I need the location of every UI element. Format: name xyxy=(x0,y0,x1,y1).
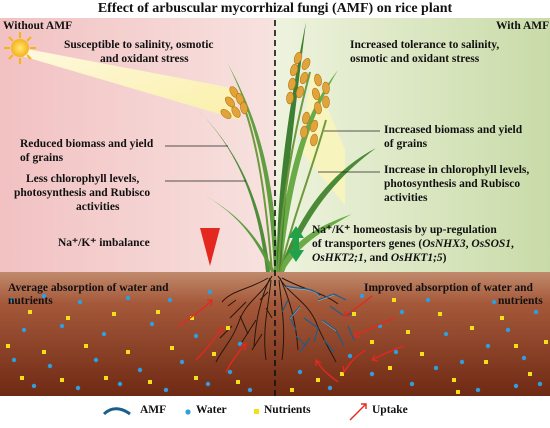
right-absorption-line1: Improved absorption of water and xyxy=(364,282,533,294)
right-biomass-line2: of grains xyxy=(384,138,428,150)
rice-plant xyxy=(196,22,376,273)
right-chlorophyll-line3: activities xyxy=(384,192,428,204)
grain-panicle xyxy=(300,111,319,147)
nutrients-legend-icon xyxy=(254,409,259,414)
right-stress-line1: Increased tolerance to salinity, xyxy=(350,39,500,51)
left-ion-imbalance: Na⁺/K⁺ imbalance xyxy=(58,237,150,249)
light-beam-left xyxy=(22,48,240,120)
imbalance-down-arrow xyxy=(200,228,220,266)
left-chlorophyll-line3: activities xyxy=(76,201,120,213)
gene-oshnx3: OsNHX3 xyxy=(422,238,466,250)
pointer-lines xyxy=(165,130,380,182)
uptake-legend-icon xyxy=(349,403,367,421)
right-chlorophyll-line2: photosynthesis and Rubisco xyxy=(384,178,521,190)
right-ion-line1: Na⁺/K⁺ homeostasis by up-regulation xyxy=(312,224,497,236)
amf-legend-icon xyxy=(102,407,131,416)
legend-uptake-label: Uptake xyxy=(372,404,408,416)
without-amf-heading: Without AMF xyxy=(3,20,73,32)
right-chlorophyll-line1: Increase in chlorophyll levels, xyxy=(384,164,530,176)
grain-panicle xyxy=(286,51,311,105)
legend-amf-label: AMF xyxy=(140,404,167,416)
with-amf-heading: With AMF xyxy=(496,20,550,32)
homeostasis-updown-arrow xyxy=(288,226,304,262)
grain-panicle xyxy=(311,73,330,115)
legend-nutrients-label: Nutrients xyxy=(264,404,311,416)
gene-oshkt15: OsHKT1;5 xyxy=(390,252,443,264)
figure-title: Effect of arbuscular mycorrhizal fungi (… xyxy=(97,1,453,16)
left-chlorophyll-line1: Less chlorophyll levels, xyxy=(26,173,140,185)
right-biomass-line1: Increased biomass and yield xyxy=(384,124,523,136)
left-stress-line2: and oxidant stress xyxy=(100,53,189,65)
right-absorption-line2: nutrients xyxy=(498,295,543,307)
light-beam-right xyxy=(300,70,345,205)
gene-ossos1: OsSOS1 xyxy=(471,238,512,250)
leaf xyxy=(206,196,275,272)
right-ion-line3: OsHKT2;1, and OsHKT1;5) xyxy=(312,252,447,264)
gene-oshkt21: OsHKT2;1 xyxy=(312,252,364,264)
left-absorption-line2: nutrients xyxy=(8,295,53,307)
left-stress-line1: Susceptible to salinity, osmotic xyxy=(64,39,214,51)
left-chlorophyll-line2: photosynthesis and Rubisco xyxy=(14,187,151,199)
legend-water-label: Water xyxy=(196,404,227,416)
leaf xyxy=(278,214,352,272)
right-stress-line2: osmotic and oxidant stress xyxy=(350,53,480,65)
water-particles xyxy=(9,289,543,393)
sun-icon xyxy=(4,32,36,64)
grain-panicle xyxy=(220,86,248,119)
nutrient-particles xyxy=(6,298,548,394)
legend-glyphs xyxy=(102,403,367,421)
water-legend-icon xyxy=(185,409,191,415)
left-biomass-line2: of grains xyxy=(20,152,64,164)
right-ion-line2: of transporters genes (OsNHX3, OsSOS1, xyxy=(312,238,514,250)
leaf xyxy=(228,64,278,272)
amf-hyphae xyxy=(285,286,337,332)
roots-left xyxy=(215,275,273,363)
uptake-arrows xyxy=(177,295,405,383)
left-absorption-line1: Average absorption of water and xyxy=(8,282,169,294)
left-biomass-line1: Reduced biomass and yield xyxy=(20,138,154,150)
leaf xyxy=(276,70,338,272)
